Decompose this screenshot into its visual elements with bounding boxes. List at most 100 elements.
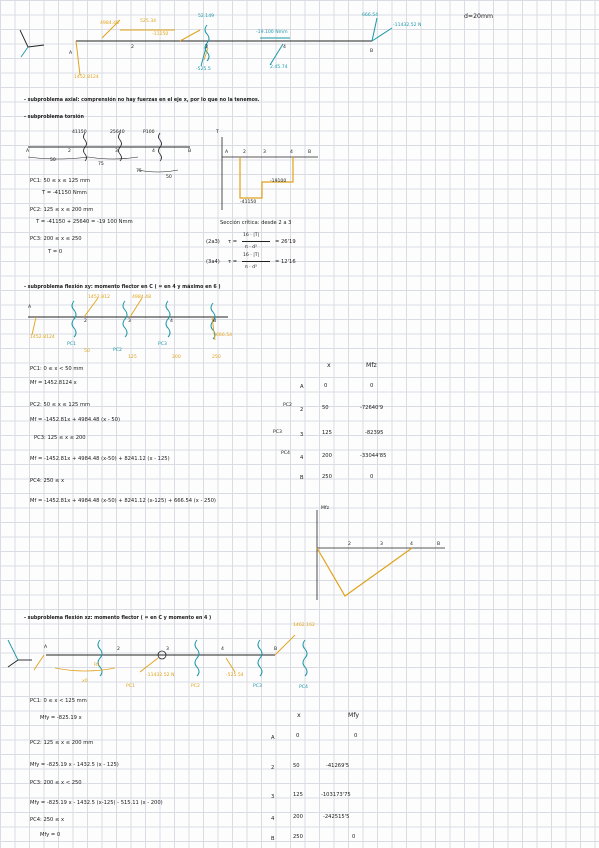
- force-label: 4984.48: [100, 21, 119, 26]
- torsion-eq-line: PC3: 200 ≤ x ≤ 250: [30, 236, 82, 242]
- fraction-bar: [242, 261, 270, 262]
- xz-table-m: -103173'75: [321, 792, 351, 798]
- xy-table-header: Mfz: [366, 362, 377, 369]
- xy-pc-label: PC3: [158, 342, 167, 347]
- xy-eq-line: PC3: 125 ≤ x ≤ 200: [34, 435, 86, 441]
- xy-table-x: 50: [322, 405, 329, 411]
- torsion-load: 41150: [72, 130, 87, 135]
- xy-diagram-point: B: [437, 542, 441, 547]
- torsion-diagram-point: 2: [243, 150, 246, 155]
- torsion-point: 3: [115, 149, 118, 154]
- xy-load: 1452.8124: [30, 335, 55, 340]
- xy-side-label: PC4: [281, 451, 290, 456]
- xy-load: 4984.48: [132, 295, 151, 300]
- torsion-diagram-value: -19100: [270, 179, 287, 184]
- stress-eq1-result: = 26'19: [275, 239, 296, 245]
- xy-dim: 125: [128, 355, 137, 360]
- torsion-moment-diagram: [221, 137, 318, 210]
- xy-table-m: -33044'85: [360, 453, 387, 459]
- torsion-diagram-point: 3: [263, 150, 266, 155]
- xy-table-x: 250: [322, 474, 332, 480]
- torsion-dim: 50: [166, 175, 172, 180]
- xz-eq-line: Mfy = -825.19 x - 1432.5 (x-125) - 515.1…: [30, 800, 163, 806]
- torsion-eq-line: PC1: 50 ≤ x ≤ 125 mm: [30, 178, 91, 184]
- xy-eq-line: Mf = -1452.81x + 4984.48 (x - 50): [30, 417, 120, 423]
- xy-table-pt: A: [300, 384, 304, 390]
- xy-point: 4: [170, 319, 173, 324]
- stress-eq2-num: 16 · |T|: [243, 253, 260, 258]
- force-label: -19.100 Nmm: [256, 30, 288, 35]
- xy-eq-line: Mf = -1452.81x + 4984.48 (x-50) + 8241.1…: [30, 498, 216, 504]
- section-heading-axial: - subproblema axial: comprensión no hay …: [24, 98, 260, 103]
- point-4-top: 4: [283, 45, 286, 50]
- xy-table-m: -72640'9: [360, 405, 384, 411]
- xz-point: 3: [166, 647, 169, 652]
- xy-dim: 250: [212, 355, 221, 360]
- critical-section-title: Sección crítica: desde 2 a 3: [220, 220, 292, 226]
- xz-table-m: 0: [352, 834, 356, 840]
- xz-table-x: 50: [293, 763, 300, 769]
- force-label: -525.5: [196, 67, 211, 72]
- xz-table-x: 0: [296, 733, 300, 739]
- xy-shaft-diagram: [28, 297, 228, 341]
- force-label: 1452.8124: [74, 75, 99, 80]
- torsion-eq-line: T = -41150 + 25640 = -19 100 Nmm: [36, 219, 133, 225]
- xz-label: PC4: [299, 685, 308, 690]
- stress-eq2-result: = 12'16: [275, 259, 296, 265]
- force-label: -11150: [152, 32, 169, 37]
- xz-table-pt: 2: [271, 765, 275, 771]
- diameter-note: d=20mm: [464, 13, 494, 20]
- xy-table-header: x: [327, 362, 331, 369]
- force-label: 2.45.74: [270, 65, 288, 70]
- xz-table-pt: B: [271, 836, 275, 842]
- top-shaft-diagram: [19, 17, 393, 76]
- point-a-top: A: [69, 51, 73, 56]
- xz-table-m: 0: [354, 733, 358, 739]
- torsion-diagram-point: B: [308, 150, 312, 155]
- xz-table-m: -41269'5: [326, 763, 350, 769]
- xy-side-label: PC2: [283, 403, 292, 408]
- xy-dim: 50: [84, 349, 90, 354]
- section-heading-xz: - subproblema flexión xz: momento flecto…: [24, 616, 212, 621]
- stress-eq2-label: (3a4): [206, 259, 220, 265]
- xz-table-header: x: [297, 712, 301, 719]
- xy-table-m: 0: [370, 474, 374, 480]
- xz-load: 1462.162: [293, 623, 315, 628]
- xz-shaft-diagram: [7, 634, 308, 677]
- xz-point: A: [44, 645, 48, 650]
- xy-point: A: [28, 305, 32, 310]
- xy-table-pt: 4: [300, 455, 304, 461]
- torsion-point: 4: [152, 149, 155, 154]
- xz-table-pt: 3: [271, 794, 275, 800]
- xz-eq-line: Mfy = -825.19 x - 1432.5 (x - 125): [30, 762, 119, 768]
- force-label: -11432.52 N: [393, 23, 422, 28]
- stress-eq1-num: 16 · |T|: [243, 233, 260, 238]
- xy-table-m: -82395: [365, 430, 384, 436]
- xz-point: 2: [117, 647, 120, 652]
- stress-eq1-lhs: τ =: [228, 239, 238, 245]
- xz-eq-line: PC4: 250 ≤ x: [30, 817, 65, 823]
- torsion-diagram-point: A: [225, 150, 229, 155]
- stress-eq2-den: π · d³: [245, 265, 257, 270]
- xy-load: 666.54: [216, 333, 233, 338]
- xz-eq-line: PC3: 200 ≤ x < 250: [30, 780, 82, 786]
- torsion-dim: 75: [136, 169, 142, 174]
- fraction-bar: [242, 241, 270, 242]
- section-heading-xy: - subproblema flexión xy: momento flecto…: [24, 285, 221, 290]
- xz-table-header: Mfy: [348, 712, 360, 719]
- xz-eq-line: Mfy = -825.19 x: [40, 715, 82, 721]
- xy-eq-line: PC4: 250 ≤ x: [30, 478, 65, 484]
- xz-table-x: 200: [293, 814, 303, 820]
- xy-diagram-axis: Mfz: [321, 506, 329, 511]
- stress-eq1-den: π · d³: [245, 245, 257, 250]
- xz-point: 4: [221, 647, 224, 652]
- torsion-point: A: [26, 149, 30, 154]
- xz-label: PC3: [253, 684, 262, 689]
- torsion-diagram-value: -41150: [240, 200, 257, 205]
- xy-bending-diagram: [316, 510, 445, 600]
- xy-point: 3: [128, 319, 131, 324]
- xz-eq-line: PC1: 0 ≤ x < 125 mm: [30, 698, 87, 704]
- xz-table-m: -242515'5: [323, 814, 350, 820]
- xz-table-x: 125: [293, 792, 303, 798]
- xy-pc-label: PC2: [113, 348, 122, 353]
